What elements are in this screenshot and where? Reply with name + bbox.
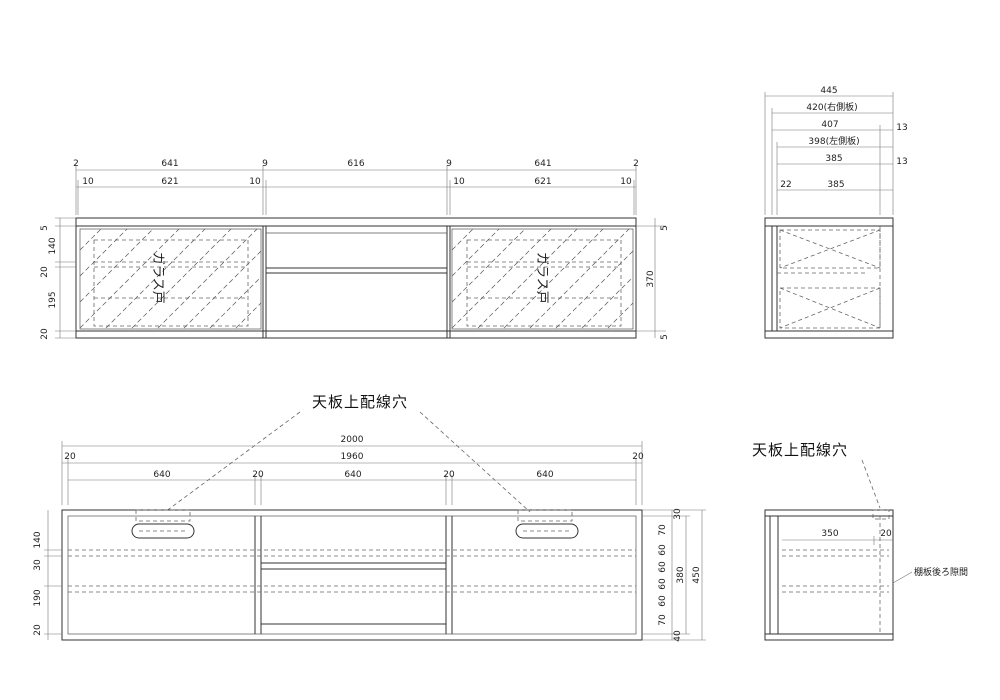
plan-right-dim-3: 60: [658, 561, 668, 573]
side-dim-lines: [764, 92, 894, 215]
front-dim-inner-2: 10: [249, 177, 261, 187]
front-dim-top-6: 2: [633, 159, 639, 169]
front-left-dim-4: 20: [40, 328, 50, 340]
side-dim-1: 420(右側板): [806, 101, 857, 113]
plan-right-dim-4: 60: [658, 578, 668, 590]
front-glass-door-label-left: ガラス戸: [150, 252, 165, 304]
side-dim-7: 22: [780, 180, 791, 190]
plan-wiring-label: 天板上配線穴: [312, 393, 408, 411]
front-dim-inner-1: 621: [161, 177, 178, 187]
side-cross-upper-b: [779, 229, 881, 269]
plan-dim-row2-2: 20: [632, 452, 644, 462]
side-dim-6: 13: [896, 157, 907, 167]
side-dim-2: 407: [821, 120, 838, 130]
plan-right-dim-7: 40: [673, 630, 683, 642]
front-dim-inner-4: 621: [534, 177, 551, 187]
plan-dim-row2-1: 1960: [341, 452, 364, 462]
side-outer-frame: [764, 217, 894, 339]
plan-dim-total: 2000: [341, 435, 364, 445]
front-right-dim-1: 370: [646, 270, 656, 287]
front-left-dim-1: 140: [48, 237, 58, 254]
side-elevation: 445 420(右側板) 407 13 398(左側板) 385 13 22 3…: [764, 86, 908, 339]
front-dim-top-0: 2: [73, 159, 79, 169]
plan-dim-row3-2: 640: [344, 470, 361, 480]
front-right-dim-ticks: [636, 225, 666, 332]
front-left-dim-ticks: [55, 217, 76, 339]
front-dim-top-1: 641: [161, 159, 178, 169]
side-plan-wiring-leader: [861, 459, 881, 509]
plan-right-dim-0: 30: [673, 508, 683, 520]
front-dim-inner-3: 10: [453, 177, 465, 187]
front-glass-door-label-right: ガラス戸: [534, 252, 549, 304]
side-plan-view: 天板上配線穴 350 20 棚板後ろ隙間: [752, 441, 968, 641]
plan-wiring-leader-right: [419, 411, 531, 513]
side-plan-shelf-gap-label: 棚板後ろ隙間: [914, 566, 968, 578]
plan-left-dim-3: 20: [33, 624, 43, 636]
plan-wiring-leader-left: [164, 411, 301, 513]
front-elevation: 2 641 9 616 9 641 2 10 621 10 10 621 10: [40, 159, 670, 340]
plan-left-dim-2: 190: [33, 589, 43, 606]
front-hidden-box-left: [93, 239, 249, 327]
side-cross-lower-a: [779, 287, 881, 329]
plan-right-dim-6: 70: [658, 614, 668, 626]
front-door-left: [79, 228, 262, 330]
plan-left-dim-0: 140: [33, 531, 43, 548]
side-plan-wiring-label: 天板上配線穴: [752, 441, 848, 459]
front-right-dim-2: 5: [660, 334, 670, 340]
side-plan-shelf-gap-leader: [892, 571, 913, 584]
plan-right-dim-380: 380: [676, 566, 686, 583]
plan-left-dim-1: 30: [33, 559, 43, 571]
front-dim-top-3: 616: [347, 159, 364, 169]
front-left-dim-0: 5: [40, 225, 50, 231]
plan-right-dim-lines: [642, 509, 706, 641]
plan-right-dim-1: 70: [658, 524, 668, 536]
front-door-right: [451, 228, 634, 330]
front-hidden-box-right: [466, 239, 622, 327]
front-dim-top-5: 641: [534, 159, 551, 169]
plan-dim-row3-4: 640: [536, 470, 553, 480]
side-dim-4: 398(左側板): [808, 135, 859, 147]
side-cross-upper-a: [779, 229, 881, 269]
front-right-dim-0: 5: [660, 225, 670, 231]
plan-wiring-hole-top-left: [135, 509, 191, 522]
front-dim-inner-0: 10: [82, 177, 94, 187]
plan-wiring-hole-right: [515, 523, 579, 539]
plan-dim-row3-3: 20: [443, 470, 455, 480]
plan-dim-lines: [61, 441, 643, 505]
front-left-dim-3: 195: [48, 291, 58, 308]
plan-right-dim-2: 60: [658, 544, 668, 556]
side-plan-outer-frame: [764, 509, 894, 641]
plan-dim-row2-0: 20: [64, 452, 76, 462]
front-dim-inner-5: 10: [620, 177, 632, 187]
side-cross-lower-b: [779, 287, 881, 329]
side-plan-dim-1: 20: [880, 529, 892, 539]
front-glass-hatch-left: [79, 228, 262, 329]
plan-right-dim-5: 60: [658, 595, 668, 607]
side-plan-wiring-hole: [872, 509, 890, 520]
side-dim-0: 445: [820, 86, 837, 96]
side-dim-8: 385: [827, 180, 844, 190]
plan-wiring-hole-top-right: [517, 509, 573, 522]
plan-view: 天板上配線穴 2000 20 1960 20 640 20 640 20 640: [33, 393, 706, 642]
plan-inner-frame: [67, 515, 637, 635]
front-left-dim-2: 20: [40, 266, 50, 278]
side-dim-5: 385: [825, 154, 842, 164]
plan-wiring-hole-left: [131, 523, 195, 539]
front-outer-frame: [75, 217, 637, 339]
plan-left-dim-ticks: [44, 549, 62, 635]
plan-outer-frame: [61, 509, 643, 641]
side-plan-dim-0: 350: [821, 529, 838, 539]
plan-dim-row3-0: 640: [153, 470, 170, 480]
side-dim-3: 13: [896, 123, 907, 133]
side-hidden-lower: [779, 287, 881, 329]
plan-right-dim-450: 450: [692, 566, 702, 583]
front-dim-ticks: [75, 165, 637, 215]
front-dim-top-4: 9: [446, 159, 452, 169]
front-dim-top-2: 9: [262, 159, 268, 169]
plan-dim-row3-1: 20: [252, 470, 264, 480]
front-glass-hatch-right: [451, 228, 634, 329]
